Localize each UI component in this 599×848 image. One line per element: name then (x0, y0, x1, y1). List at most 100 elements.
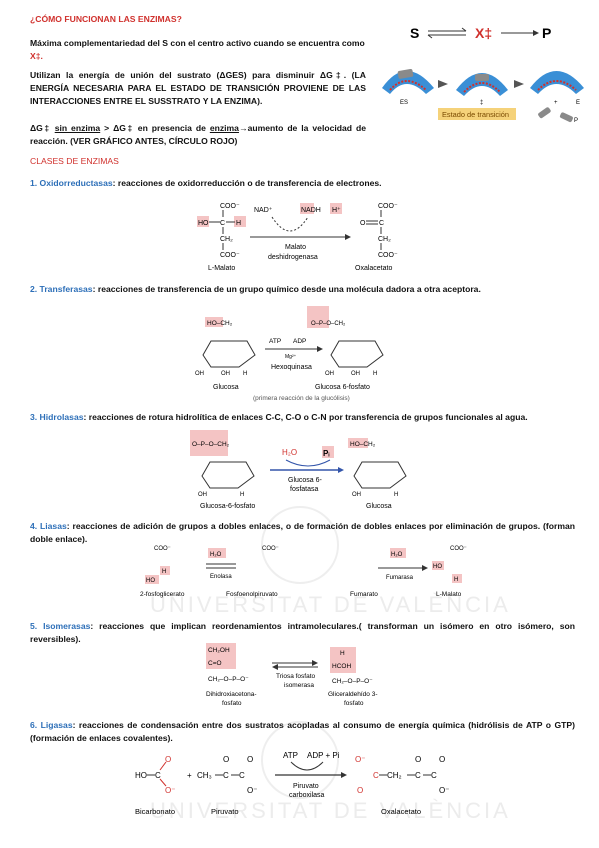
svg-text:Pᵢ: Pᵢ (323, 449, 329, 458)
svg-text:+: + (187, 771, 192, 780)
svg-text:ATP: ATP (283, 751, 298, 760)
svg-text:HO: HO (146, 578, 155, 584)
svg-text:NAD⁺: NAD⁺ (254, 207, 273, 214)
svg-text:CH₂–O–P–O⁻: CH₂–O–P–O⁻ (332, 678, 373, 685)
label-p-small: P (574, 118, 578, 124)
svg-text:H₂O: H₂O (210, 552, 222, 558)
svg-text:COO⁻: COO⁻ (262, 546, 279, 552)
label-glucosa-b: Glucosa (366, 503, 392, 510)
svg-text:COO⁻: COO⁻ (220, 203, 240, 210)
label-oxalacetato: Oxalacetato (355, 265, 392, 272)
svg-text:COO⁻: COO⁻ (378, 203, 398, 210)
svg-text:C: C (415, 771, 421, 780)
label-plus: + (554, 100, 558, 106)
transition-state-figure: S X‡ P ES ‡ + E P Estado de transición (382, 25, 584, 124)
para-delta-g: ΔG‡ sin enzima > ΔG‡ en presencia de enz… (30, 123, 366, 146)
svg-text:HO: HO (135, 771, 147, 780)
enzyme-hexoquinasa: Hexoquinasa (271, 364, 312, 371)
svg-text:HO: HO (433, 564, 442, 570)
enzyme-ts (456, 73, 508, 96)
svg-text:C: C (239, 771, 245, 780)
figure-isomerasa: CH₂OH C=O CH₂–O–P–O⁻ Triosa fosfato isom… (206, 643, 378, 707)
svg-text:COO⁻: COO⁻ (450, 546, 467, 552)
class-transferasas: 2. Transferasas: reacciones de transfere… (30, 284, 481, 294)
svg-text:O: O (439, 755, 445, 764)
svg-text:H₂O: H₂O (282, 448, 297, 457)
enzyme-es (382, 68, 434, 94)
svg-text:COO⁻: COO⁻ (378, 252, 398, 259)
svg-text:O–P–O–CH₂: O–P–O–CH₂ (192, 441, 230, 448)
svg-text:C: C (223, 771, 229, 780)
svg-text:COO⁻: COO⁻ (220, 252, 240, 259)
svg-text:OH: OH (325, 371, 334, 377)
svg-text:O⁻: O⁻ (247, 786, 257, 795)
enzyme-triosa-isomerasa-1: Triosa fosfato (276, 673, 316, 680)
svg-text:HO: HO (198, 220, 209, 227)
class-isomerasas: 5. Isomerasas: reacciones que implican r… (30, 621, 575, 644)
figure-transferasa: HO–CH₂ OH OH H ATP ADP Mg²⁺ Hexoquinasa … (195, 306, 384, 402)
svg-text:OH: OH (221, 371, 230, 377)
para-binding-energy: Utilizan la energía de unión del sustrat… (30, 70, 366, 106)
enzyme-piruvato-carboxilasa-2: carboxilasa (289, 792, 325, 799)
label-2-fosfoglicerato: 2-fosfoglicerato (140, 591, 185, 598)
svg-text:CH₂: CH₂ (378, 236, 391, 243)
svg-text:H₂O: H₂O (391, 552, 403, 558)
label-s: S (410, 25, 419, 41)
label-piruvato: Piruvato (211, 807, 239, 816)
svg-text:H: H (340, 650, 345, 657)
label-ts-mark: ‡ (480, 100, 483, 106)
svg-text:O–P–O–CH₂: O–P–O–CH₂ (311, 321, 346, 327)
watermark-text-2: UNIVERSITAT DE VALÈNCIA (150, 798, 511, 823)
svg-text:H: H (454, 577, 458, 583)
svg-text:C: C (155, 771, 161, 780)
svg-text:OH: OH (351, 371, 360, 377)
svg-text:Mg²⁺: Mg²⁺ (285, 354, 297, 360)
figure-hidrolasa: O–P–O–CH₂ OH H H₂O Pᵢ Glucosa 6- fosfata… (190, 430, 407, 510)
caption-transition-state: Estado de transición (442, 110, 509, 119)
caption-box (438, 108, 516, 120)
label-dihidroxiacetona-2: fosfato (222, 700, 242, 707)
label-gliceraldehido-1: Gliceraldehído 3- (328, 691, 378, 698)
svg-text:H: H (394, 492, 398, 498)
figure-liasa: COO⁻ HO H H₂O Enolasa COO⁻ 2-fosfoglicer… (140, 546, 467, 598)
svg-text:HCOH: HCOH (332, 663, 351, 670)
svg-text:CH₂: CH₂ (220, 236, 233, 243)
svg-text:H: H (240, 492, 244, 498)
svg-text:O: O (360, 220, 366, 227)
note-glucolisis: (primera reacción de la glucólisis) (253, 395, 350, 402)
label-p: P (542, 25, 551, 41)
enzyme-ep (530, 71, 584, 123)
class-liasas: 4. Liasas: reacciones de adición de grup… (30, 521, 575, 544)
svg-text:OH: OH (352, 492, 361, 498)
label-gliceraldehido-2: fosfato (344, 700, 364, 707)
label-glucosa: Glucosa (213, 384, 239, 391)
svg-text:CH₂: CH₂ (387, 771, 402, 780)
svg-text:C: C (373, 771, 379, 780)
enzyme-glucosa-6-fosfatasa-1: Glucosa 6- (288, 477, 323, 484)
svg-text:O: O (247, 755, 253, 764)
class-hidrolasas: 3. Hidrolasas: reacciones de rotura hidr… (30, 412, 528, 422)
svg-text:O⁻: O⁻ (439, 786, 449, 795)
figure-ligasa: HO C O O⁻ + CH₃ C O C O O⁻ ATP ADP + Pi … (135, 751, 449, 816)
para-complementarity: Máxima complementariedad del S con el ce… (30, 37, 365, 63)
svg-text:C: C (431, 771, 437, 780)
classes-heading: CLASES DE ENZIMAS (30, 156, 119, 166)
svg-text:OH: OH (195, 371, 204, 377)
svg-text:CH₂OH: CH₂OH (208, 647, 230, 654)
svg-text:O⁻: O⁻ (165, 786, 175, 795)
class-oxidorreductasas: 1. Oxidorreductasas: reacciones de oxido… (30, 178, 382, 188)
svg-text:C: C (220, 220, 225, 227)
label-es: ES (400, 100, 408, 106)
svg-text:H: H (373, 371, 377, 377)
svg-text:ATP: ATP (269, 338, 281, 345)
svg-text:O: O (165, 755, 171, 764)
svg-text:H: H (243, 371, 247, 377)
svg-text:ADP: ADP (293, 338, 306, 345)
label-fosfoenolpiruvato: Fosfoenolpiruvato (226, 591, 278, 598)
svg-text:OH: OH (198, 492, 207, 498)
label-oxalacetato-b: Oxalacetato (381, 807, 421, 816)
label-dihidroxiacetona-1: Dihidroxiacetona- (206, 691, 257, 698)
svg-text:O⁻: O⁻ (355, 755, 365, 764)
enzyme-malato-dh-1: Malato (285, 244, 306, 251)
